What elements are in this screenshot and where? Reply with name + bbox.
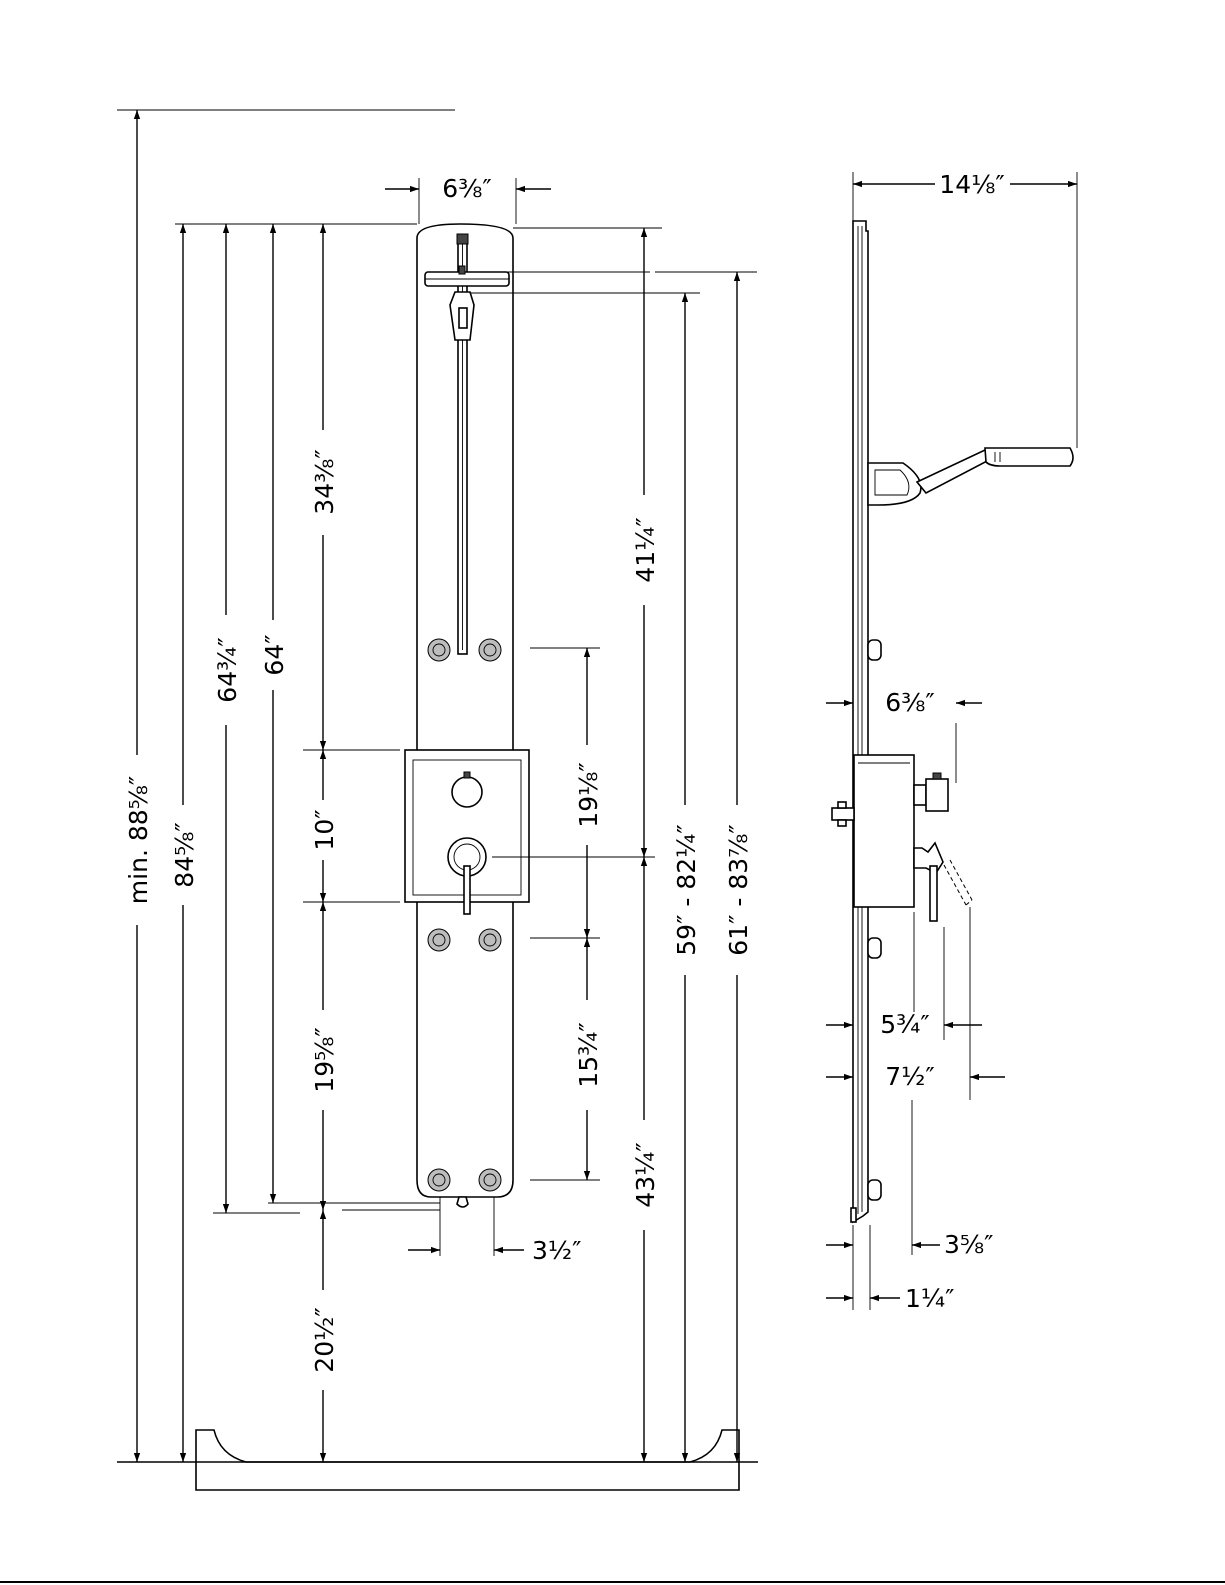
thermostatic-valve-box: [405, 750, 529, 914]
jet-horizontal-label: 3½″: [532, 1236, 581, 1265]
top-width-label: 6⅜″: [442, 174, 491, 203]
handle-depth-label: 5¾″: [880, 1010, 929, 1039]
side-jet-3: [868, 1180, 881, 1200]
jet-depth-label: 3⅝″: [944, 1230, 993, 1259]
extension-lines-side: [853, 172, 1077, 1310]
slide-range-b-label: 61″ - 83⅞″: [724, 824, 753, 955]
side-dimension-labels: 14⅛″ 6⅜″ 5¾″ 7½″ 3⅝″ 1¼″: [880, 170, 1004, 1313]
hand-shower-side: [868, 448, 1073, 505]
temperature-knob: [452, 777, 482, 807]
side-jet-1: [868, 640, 881, 660]
min-overall-height-label: min. 88⅝″: [124, 776, 153, 904]
shower-panel-side: [832, 221, 1073, 1222]
shower-tray: [117, 1430, 758, 1490]
floor-to-valve-label: 43¼″: [631, 1142, 660, 1207]
front-view: 6⅜″ min. 88⅝″ 84⅝″ 64¾″ 64″ 34⅜″ 10″ 19⅝…: [117, 110, 758, 1490]
jet-spacing-upper-label: 19⅛″: [574, 762, 603, 827]
slide-range-a-label: 59″ - 82¼″: [672, 824, 701, 955]
valve-section-label: 10″: [310, 809, 339, 850]
floor-gap-label: 20½″: [310, 1307, 339, 1372]
upper-section-label: 34⅜″: [310, 449, 339, 514]
body-jet-middle-left: [428, 929, 450, 951]
overall-depth-label: 14⅛″: [939, 170, 1004, 199]
panel-depth-label: 1¼″: [905, 1284, 954, 1313]
lower-section-label: 19⅝″: [310, 1027, 339, 1092]
body-jet-upper-right: [479, 639, 501, 661]
side-jet-2: [868, 938, 881, 958]
shower-panel-front: [405, 224, 529, 1207]
handle-swing-depth-label: 7½″: [885, 1062, 934, 1091]
top-to-valve-label: 41¼″: [631, 517, 660, 582]
overall-height-label: 84⅝″: [170, 822, 199, 887]
valve-depth-label: 6⅜″: [885, 688, 934, 717]
jet-spacing-lower-label: 15¾″: [574, 1022, 603, 1087]
body-jet-middle-right: [479, 929, 501, 951]
body-jet-lower-left: [428, 1169, 450, 1191]
body-jet-lower-right: [479, 1169, 501, 1191]
panel-height-b-label: 64″: [260, 634, 289, 675]
body-jet-upper-left: [428, 639, 450, 661]
side-view: 14⅛″ 6⅜″ 5¾″ 7½″ 3⅝″ 1¼″: [826, 170, 1077, 1313]
panel-height-a-label: 64¾″: [213, 637, 242, 702]
